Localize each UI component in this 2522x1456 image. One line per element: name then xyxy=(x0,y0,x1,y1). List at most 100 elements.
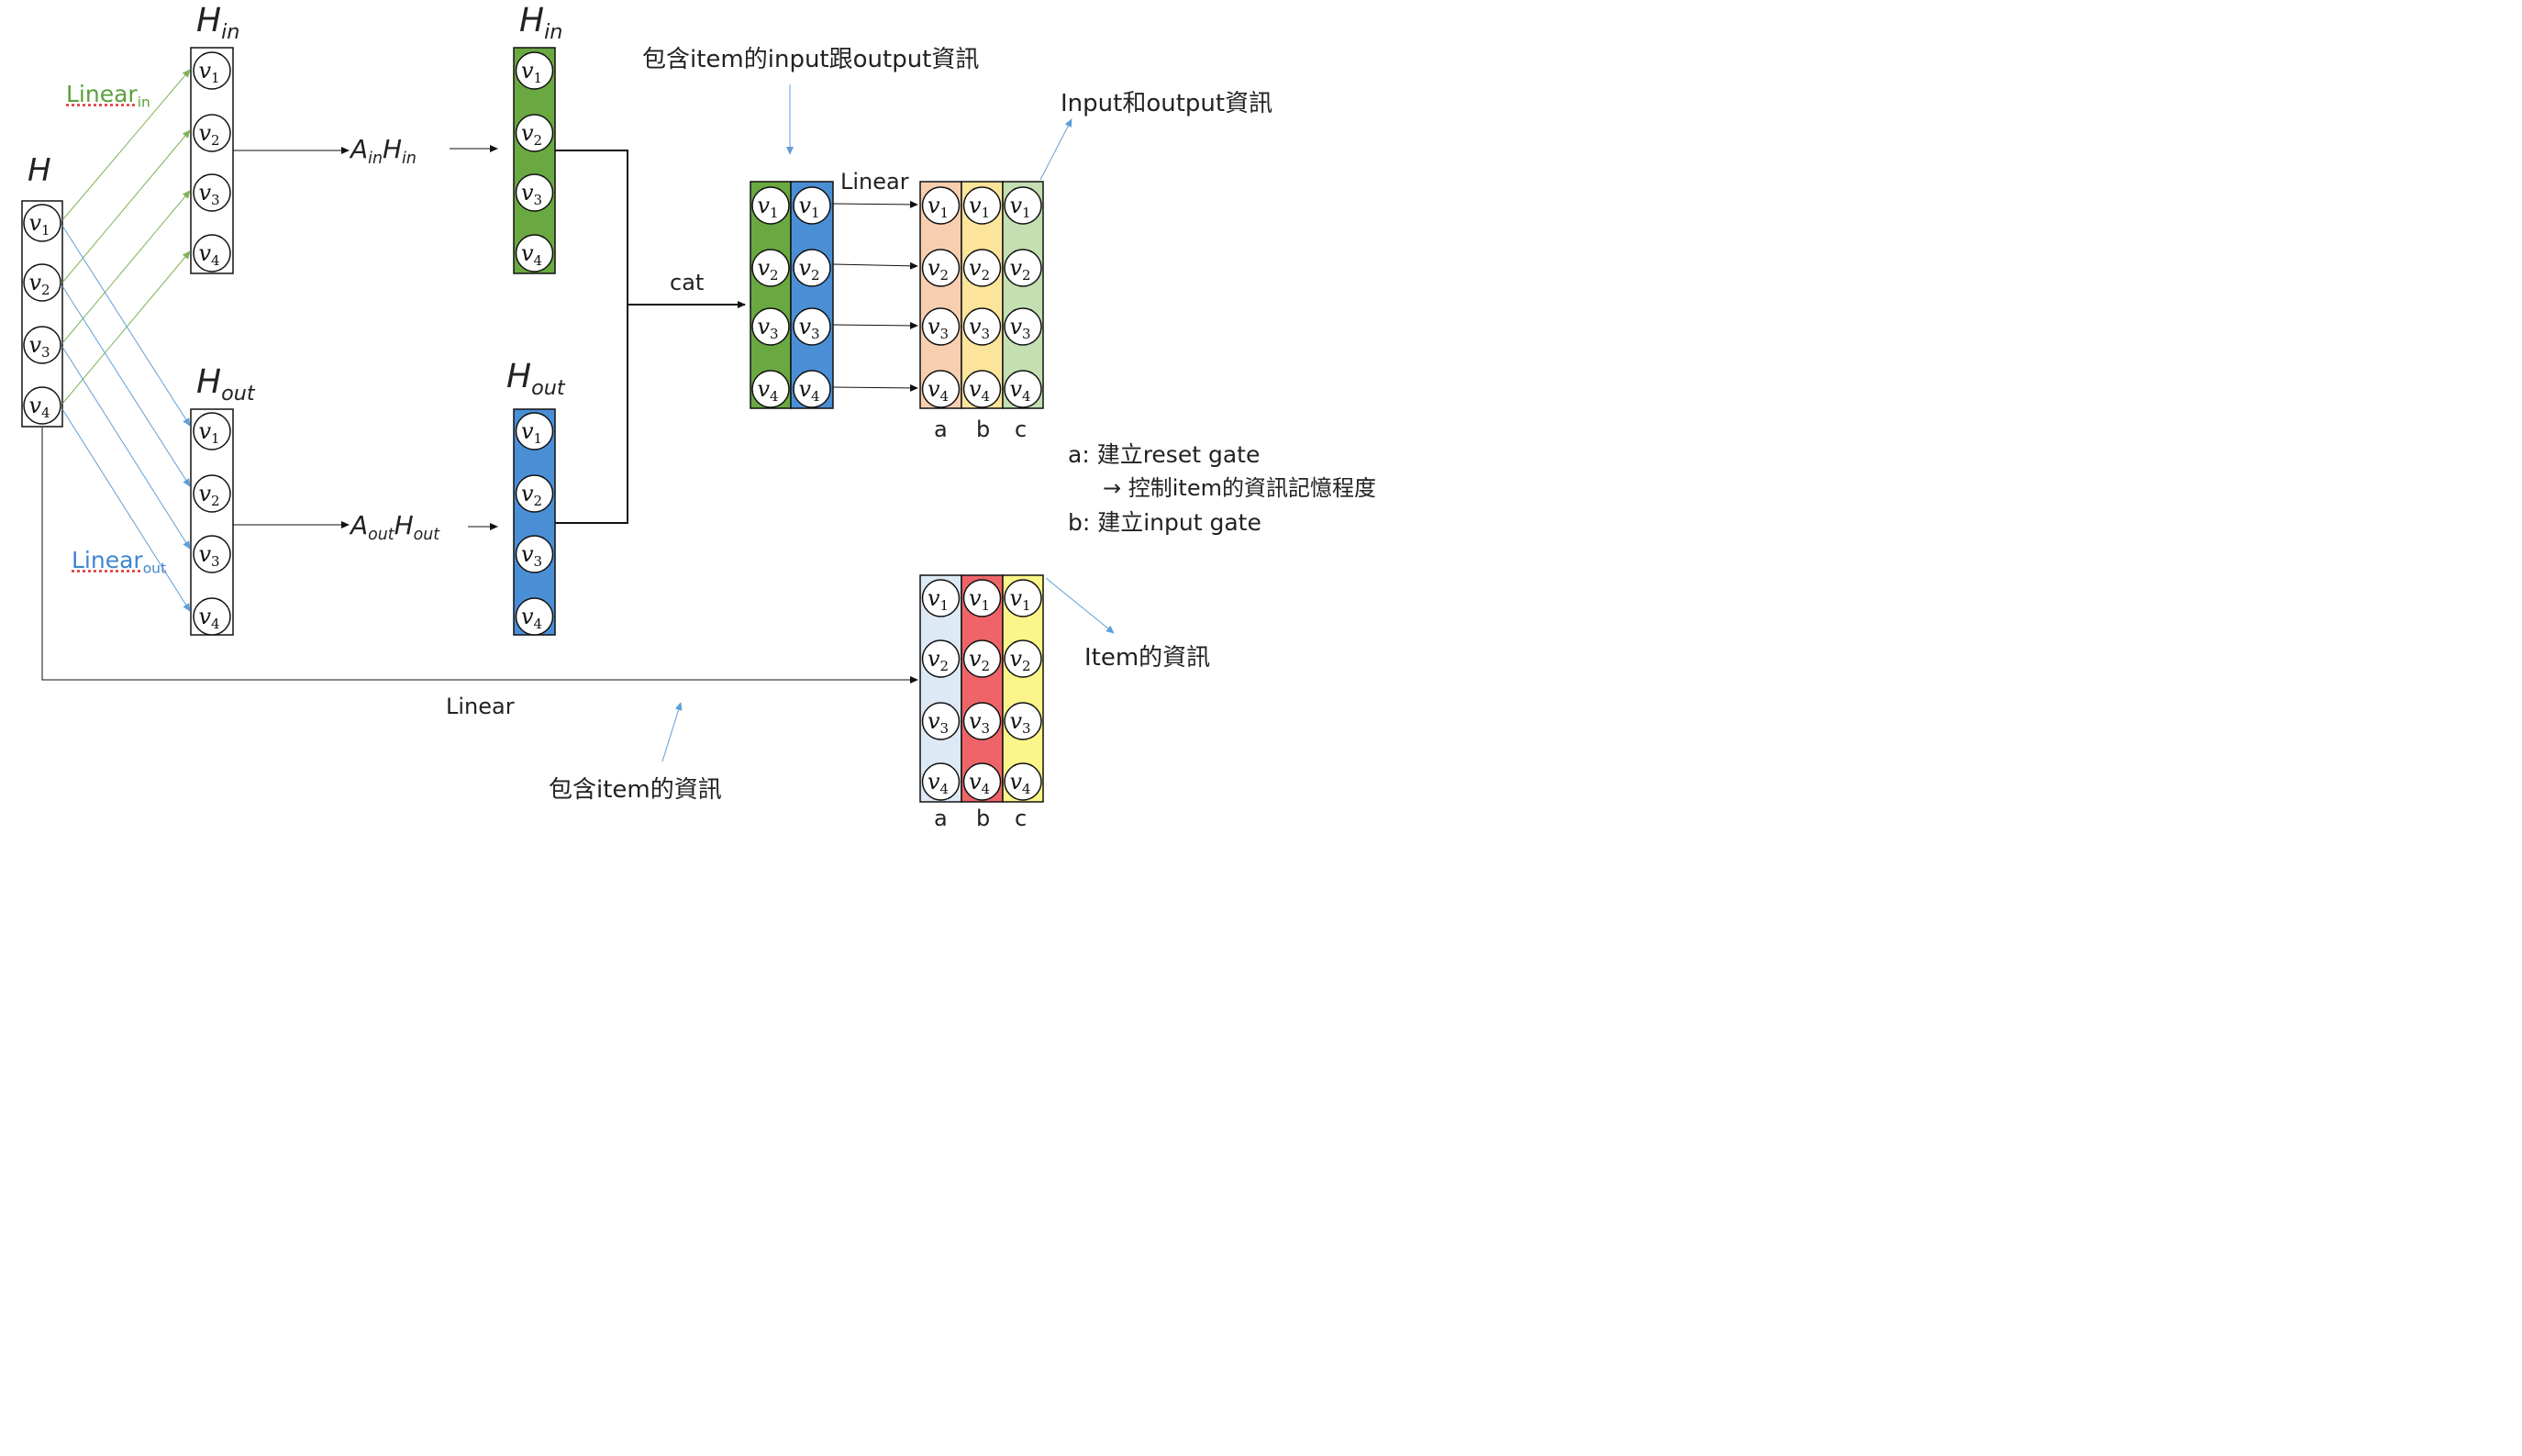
node-circle xyxy=(962,370,1002,408)
node-label: v1 xyxy=(1009,193,1030,221)
node-circle xyxy=(193,535,231,573)
node-circle xyxy=(751,249,790,287)
node-label: v4 xyxy=(757,376,778,405)
linear-in-arrow-v2 xyxy=(61,129,191,283)
h-base-label: H xyxy=(28,152,51,189)
node-label: v1 xyxy=(1009,585,1030,614)
node-label: v2 xyxy=(969,646,990,674)
node-label: v1 xyxy=(198,58,219,86)
note-line-1: a: 建立reset gate xyxy=(1068,441,1261,468)
note-line-2: → 控制item的資訊記憶程度 xyxy=(1103,475,1376,501)
node-circle xyxy=(515,412,554,450)
node-label: v1 xyxy=(928,193,949,221)
node-circle xyxy=(1004,307,1042,346)
node-label: v1 xyxy=(198,418,219,447)
node-label: v1 xyxy=(521,58,542,86)
node-circle xyxy=(23,263,61,302)
col-b-label: b xyxy=(976,417,991,442)
node-label: v3 xyxy=(969,314,990,342)
node-label: v4 xyxy=(928,769,949,797)
node-label: v1 xyxy=(521,418,542,447)
node-circle xyxy=(193,51,231,90)
node-label: v2 xyxy=(798,255,819,283)
node-label: v2 xyxy=(928,646,949,674)
node-circle xyxy=(921,579,961,617)
node-label: v2 xyxy=(521,120,542,149)
node-label: v1 xyxy=(969,193,990,221)
h-in-green-column: v1 v2 v3 v4 xyxy=(513,47,556,274)
node-label: v2 xyxy=(521,481,542,509)
h-out-left-label: Hout xyxy=(196,363,255,406)
col-a-label: a xyxy=(934,417,948,442)
node-circle xyxy=(751,186,790,225)
node-circle xyxy=(193,474,231,513)
node-circle xyxy=(515,535,554,573)
node-label: v2 xyxy=(1009,646,1030,674)
linear-arrow-v4 xyxy=(832,383,918,392)
node-circle xyxy=(1004,186,1042,225)
connectors xyxy=(41,69,1115,762)
node-circle xyxy=(921,702,961,740)
linear-in-label: Linearin xyxy=(66,81,150,111)
node-circle xyxy=(962,762,1002,801)
node-label: v2 xyxy=(757,255,778,283)
node-label: v3 xyxy=(521,180,542,208)
node-label: v2 xyxy=(198,481,219,509)
node-label: v4 xyxy=(521,240,542,269)
node-label: v3 xyxy=(928,708,949,737)
node-circle xyxy=(921,307,961,346)
node-label: v2 xyxy=(928,255,949,283)
node-circle xyxy=(962,307,1002,346)
top-right-note-arrow xyxy=(1039,118,1072,181)
node-circle xyxy=(1004,579,1042,617)
col-c-label: c xyxy=(1015,417,1028,442)
node-circle xyxy=(962,186,1002,225)
linear-out-arrow-v3 xyxy=(61,346,191,550)
node-label: v2 xyxy=(28,270,50,298)
linear-in-arrow-v4 xyxy=(61,250,191,405)
node-circle xyxy=(515,114,554,152)
linear-out-arrow-v1 xyxy=(61,225,191,427)
cat-label: cat xyxy=(670,270,705,295)
node-circle xyxy=(23,386,61,425)
node-label: v1 xyxy=(798,193,819,221)
linear-top-label: Linear xyxy=(840,169,909,195)
node-label: v2 xyxy=(1009,255,1030,283)
node-label: v3 xyxy=(198,180,219,208)
node-circle xyxy=(23,326,61,364)
node-label: v2 xyxy=(969,255,990,283)
ain-hin-label: AinHin xyxy=(350,134,417,169)
node-label: v4 xyxy=(28,393,50,421)
node-circle xyxy=(515,51,554,90)
node-label: v4 xyxy=(1009,769,1030,797)
linear-out-arrow-v2 xyxy=(61,285,191,487)
node-circle xyxy=(23,204,61,242)
linear-in-arrow-v1 xyxy=(61,69,191,221)
node-circle xyxy=(793,186,831,225)
node-circle xyxy=(793,249,831,287)
node-label: v3 xyxy=(798,314,819,342)
node-label: v4 xyxy=(798,376,819,405)
node-label: v3 xyxy=(28,332,50,361)
linear-in-arrow-v3 xyxy=(61,190,191,344)
node-label: v4 xyxy=(928,376,949,405)
node-label: v4 xyxy=(969,769,990,797)
node-circle xyxy=(193,412,231,450)
node-circle xyxy=(962,702,1002,740)
node-label: v4 xyxy=(198,240,219,269)
cat-blue-column: v1 v2 v3 v4 xyxy=(790,181,834,409)
node-label: v3 xyxy=(1009,314,1030,342)
bottom-center-note: 包含item的資訊 xyxy=(549,776,722,804)
node-label: v3 xyxy=(969,708,990,737)
top-center-note: 包含item的input跟output資訊 xyxy=(642,46,980,73)
node-circle xyxy=(193,234,231,272)
h-in-left-label: Hin xyxy=(196,2,240,44)
item-info-note: Item的資訊 xyxy=(1084,644,1211,672)
item-info-arrow xyxy=(1045,577,1115,634)
